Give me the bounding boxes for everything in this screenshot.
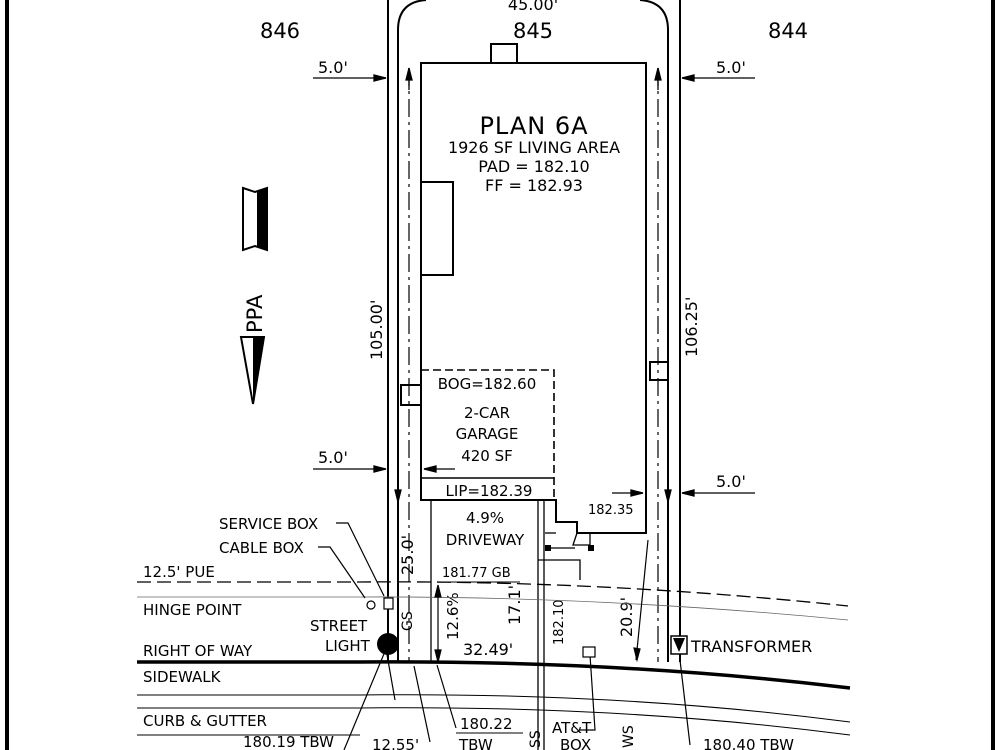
- lot-number-center: 845: [513, 19, 553, 43]
- depth-left-dimension: 105.00': [367, 300, 386, 360]
- garage-type: 2-CAR: [464, 404, 510, 422]
- north-arrow: [239, 186, 268, 405]
- dimension-leaders: [434, 539, 649, 663]
- setback-left-top: 5.0': [318, 58, 348, 77]
- dimension-20-9: 20.9': [617, 597, 636, 637]
- garage-area: 420 SF: [461, 447, 513, 465]
- setback-arrows: [313, 67, 755, 503]
- curb-gutter-label: CURB & GUTTER: [143, 712, 267, 730]
- garage-label: GARAGE: [456, 425, 519, 443]
- dimension-12-55: 12.55': [372, 736, 419, 750]
- front-setback-dimension: 25.0': [398, 535, 417, 575]
- north-arrow-label: PPA: [243, 294, 267, 333]
- street-light-symbol: [377, 633, 399, 655]
- setback-lines: [408, 68, 659, 662]
- plan-pad: PAD = 182.10: [478, 157, 589, 176]
- plan-area: 1926 SF LIVING AREA: [448, 138, 620, 157]
- frontage-dimension: 45.00': [508, 0, 558, 14]
- street-light-label-1: STREET: [310, 617, 368, 635]
- setback-right-top: 5.0': [716, 58, 746, 77]
- driveway-slope: 4.9%: [466, 509, 504, 527]
- att-box-label: BOX: [560, 736, 591, 750]
- service-box-label: SERVICE BOX: [219, 515, 318, 533]
- tbw-180-40: 180.40 TBW: [703, 736, 794, 750]
- driveway-label: DRIVEWAY: [446, 531, 525, 549]
- cable-box-label: CABLE BOX: [219, 539, 304, 557]
- garage-outline: [420, 369, 555, 501]
- dimension-32-49: 32.49': [463, 640, 513, 659]
- hinge-point-label: HINGE POINT: [143, 601, 242, 619]
- setback-right-bottom: 5.0': [716, 472, 746, 491]
- lot-number-right: 844: [768, 19, 808, 43]
- tbw-180-19: 180.19 TBW: [243, 733, 334, 750]
- dimension-17-1: 17.1': [505, 585, 524, 625]
- tbw-label: TBW: [458, 736, 493, 750]
- att-label: AT&T: [552, 719, 592, 737]
- right-of-way-label: RIGHT OF WAY: [143, 642, 253, 660]
- sidewalk-label: SIDEWALK: [143, 668, 222, 686]
- elevation-181-77: 181.77 GB: [442, 566, 511, 581]
- plan-ff: FF = 182.93: [485, 176, 583, 195]
- elevation-marker-2: [588, 545, 594, 551]
- transformer-label: TRANSFORMER: [690, 637, 812, 656]
- elevation-marker-1: [545, 545, 551, 551]
- elevation-182-35: 182.35: [588, 503, 634, 518]
- ss-label: SS: [528, 730, 544, 748]
- lot-number-left: 846: [260, 19, 300, 43]
- callout-leaders: [318, 522, 691, 750]
- tbw-180-22: 180.22: [460, 715, 513, 733]
- gs-label: GS: [400, 611, 416, 631]
- street-lines: [137, 581, 851, 736]
- elevation-182-10: 182.10: [552, 600, 567, 646]
- ws-label: WS: [621, 725, 637, 748]
- garage-lip: LIP=182.39: [446, 482, 533, 500]
- depth-right-dimension: 106.25': [682, 297, 701, 357]
- pue-label: 12.5' PUE: [143, 563, 215, 581]
- slope-12-6: 12.6%: [444, 592, 462, 640]
- plan-title: PLAN 6A: [479, 112, 588, 140]
- street-light-label-2: LIGHT: [325, 637, 371, 655]
- setback-left-bottom: 5.0': [318, 448, 348, 467]
- lot-boundary: [387, 0, 681, 662]
- garage-bog: BOG=182.60: [438, 375, 537, 393]
